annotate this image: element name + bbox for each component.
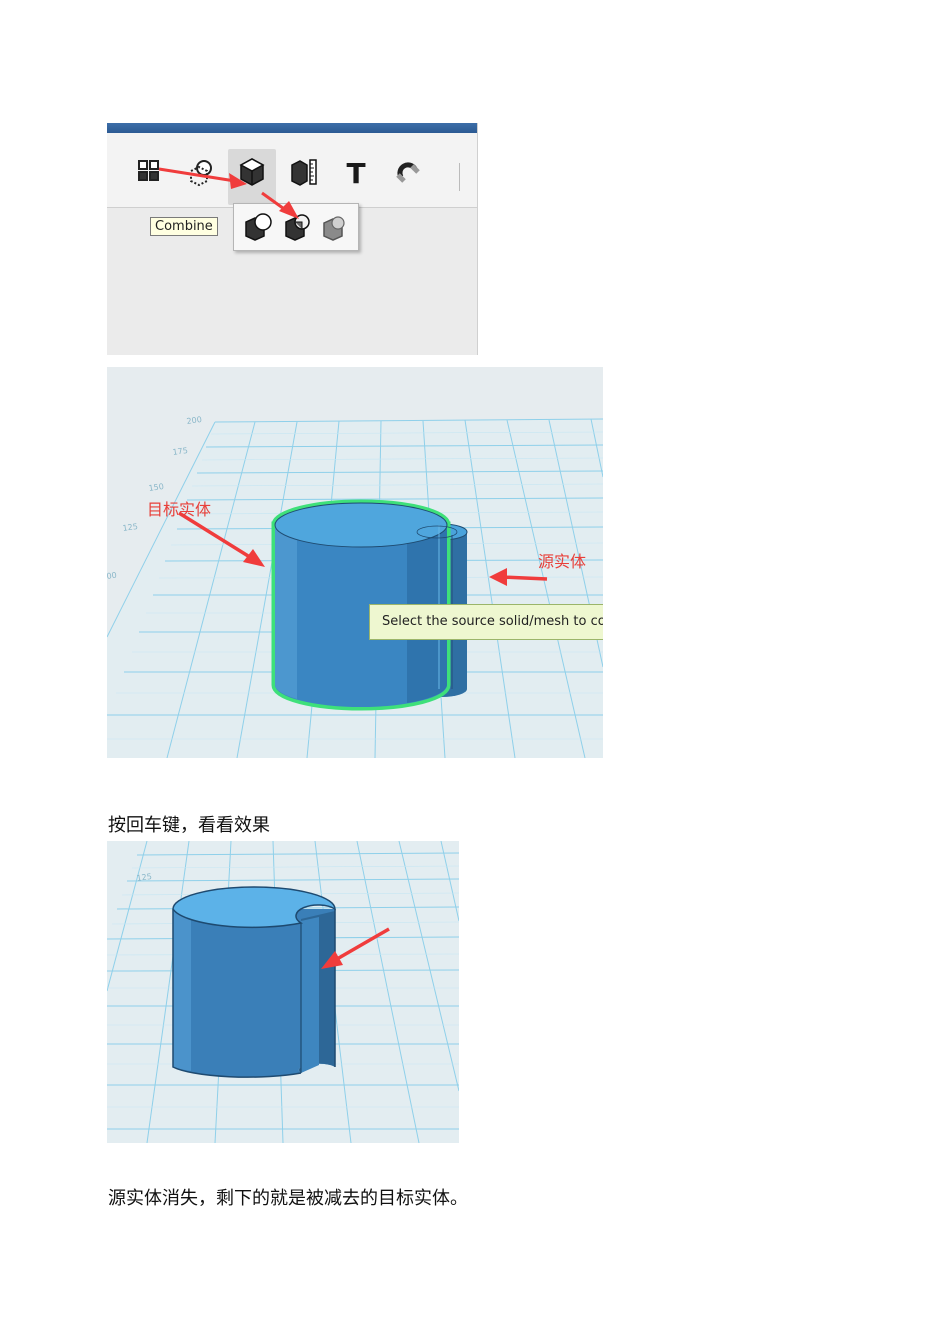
axis-tick: 00 (107, 571, 117, 581)
toolbar-screenshot: T Combine (107, 123, 478, 355)
annotation-arrows (178, 511, 548, 586)
result-screenshot: 125 (107, 841, 459, 1143)
window-titlebar (107, 123, 477, 133)
measure-icon[interactable] (287, 155, 321, 189)
axis-tick: 125 (122, 522, 138, 533)
annotation-arrow (321, 927, 390, 969)
text-icon[interactable]: T (339, 155, 373, 190)
toolbar-separator (459, 163, 460, 191)
source-solid-label: 源实体 (538, 552, 587, 571)
axis-tick: 175 (172, 446, 188, 457)
axis-tick: 150 (148, 482, 164, 493)
target-solid[interactable] (271, 499, 458, 711)
scene-canvas: 200 175 150 125 00 (107, 415, 603, 758)
combine-tooltip: Combine (150, 217, 218, 236)
paragraph: 按回车键，看看效果 (108, 815, 270, 836)
selection-hint-tooltip: Select the source solid/mesh to com (369, 604, 603, 640)
svg-text:T: T (346, 157, 365, 189)
combine-icon[interactable] (228, 149, 276, 205)
paragraph: 源实体消失，剩下的就是被减去的目标实体。 (108, 1188, 468, 1209)
combine-popup-menu (233, 203, 359, 251)
axis-tick: 125 (136, 872, 152, 883)
target-solid-label: 目标实体 (147, 500, 212, 519)
annotation-arrows (158, 167, 299, 219)
scene-screenshot: 200 175 150 125 00 (107, 367, 603, 758)
result-solid (172, 886, 336, 1078)
pattern-icon[interactable] (133, 155, 167, 189)
axis-tick: 200 (186, 415, 202, 426)
snap-icon[interactable] (391, 155, 425, 189)
result-canvas: 125 (107, 841, 459, 1143)
union-icon[interactable] (318, 210, 352, 244)
subtract-icon[interactable] (242, 210, 276, 244)
